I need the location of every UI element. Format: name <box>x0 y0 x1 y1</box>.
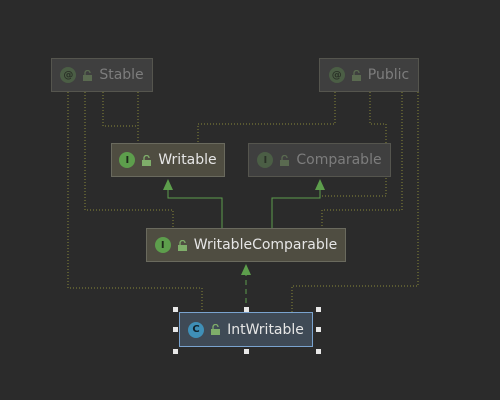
resize-handle-bottom-center[interactable] <box>244 349 249 354</box>
resize-handle-middle-left[interactable] <box>173 327 178 332</box>
lock-icon <box>83 69 93 81</box>
annotation-icon: @ <box>60 67 77 83</box>
node-label: Comparable <box>296 152 382 168</box>
lock-icon <box>211 324 221 335</box>
annotation-link-public-writable <box>197 92 336 143</box>
node-intwritable[interactable]: C IntWritable <box>179 312 313 347</box>
lock-icon <box>177 239 187 251</box>
node-label: IntWritable <box>227 321 304 338</box>
annotation-link-stable-writable-2 <box>102 92 138 127</box>
node-stable[interactable]: @ Stable <box>51 58 153 92</box>
node-public[interactable]: @ Public <box>319 58 419 92</box>
arrowhead-writablecomparable <box>241 264 251 275</box>
interface-icon: I <box>257 152 274 168</box>
lock-icon <box>280 154 290 166</box>
resize-handle-top-left[interactable] <box>173 307 178 312</box>
node-label: Public <box>367 67 410 83</box>
resize-handle-top-right[interactable] <box>316 307 321 312</box>
lock-icon <box>351 69 361 81</box>
node-label: Stable <box>99 67 144 83</box>
annotation-icon: @ <box>328 67 345 83</box>
node-label: Writable <box>158 152 217 168</box>
annotation-link-stable-intwritable <box>67 92 203 312</box>
arrowhead-comparable <box>315 179 325 190</box>
annotation-link-public-writablecomparable-2 <box>322 92 387 197</box>
resize-handle-top-center[interactable] <box>244 307 249 312</box>
node-comparable[interactable]: I Comparable <box>248 143 391 177</box>
annotation-link-public-writablecomparable <box>321 92 403 228</box>
resize-handle-middle-right[interactable] <box>316 327 321 332</box>
arrowhead-writable <box>163 179 173 190</box>
interface-icon: I <box>119 152 136 168</box>
interface-icon: I <box>154 237 171 253</box>
node-writable[interactable]: I Writable <box>111 143 225 177</box>
annotation-link-stable-writablecomparable <box>84 92 174 228</box>
resize-handle-bottom-right[interactable] <box>316 349 321 354</box>
edge-writablecomparable-comparable <box>271 190 321 228</box>
node-writablecomparable[interactable]: I WritableComparable <box>146 228 346 262</box>
resize-handle-bottom-left[interactable] <box>173 349 178 354</box>
edge-writablecomparable-writable <box>167 190 223 228</box>
lock-icon <box>142 154 152 166</box>
class-icon: C <box>188 321 205 338</box>
annotation-link-public-intwritable <box>291 92 419 312</box>
node-label: WritableComparable <box>193 237 338 253</box>
